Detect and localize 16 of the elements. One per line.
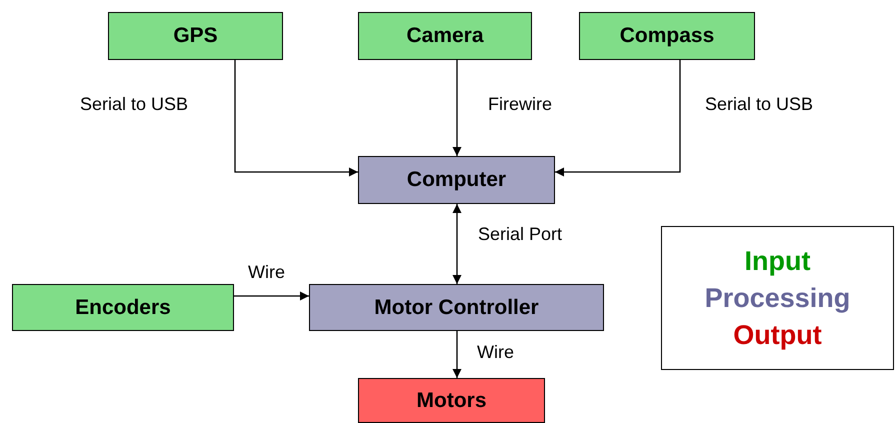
arrow bbox=[234, 60, 358, 177]
process-box: Camera bbox=[358, 12, 532, 60]
process-box: Motor Controller bbox=[309, 284, 604, 331]
arrow bbox=[555, 60, 681, 177]
process-box: Computer bbox=[358, 156, 555, 204]
arrow bbox=[452, 331, 462, 378]
legend-text: Input bbox=[744, 244, 810, 278]
process-box: GPS bbox=[108, 12, 283, 60]
process-box: Motors bbox=[358, 378, 545, 423]
process-box: Compass bbox=[579, 12, 755, 60]
legend-text: Output bbox=[733, 318, 822, 352]
legend-text: Processing bbox=[704, 282, 850, 315]
arrow bbox=[452, 60, 462, 156]
process-box: Encoders bbox=[12, 284, 234, 331]
arrow bbox=[452, 204, 462, 284]
arrow bbox=[234, 291, 309, 301]
